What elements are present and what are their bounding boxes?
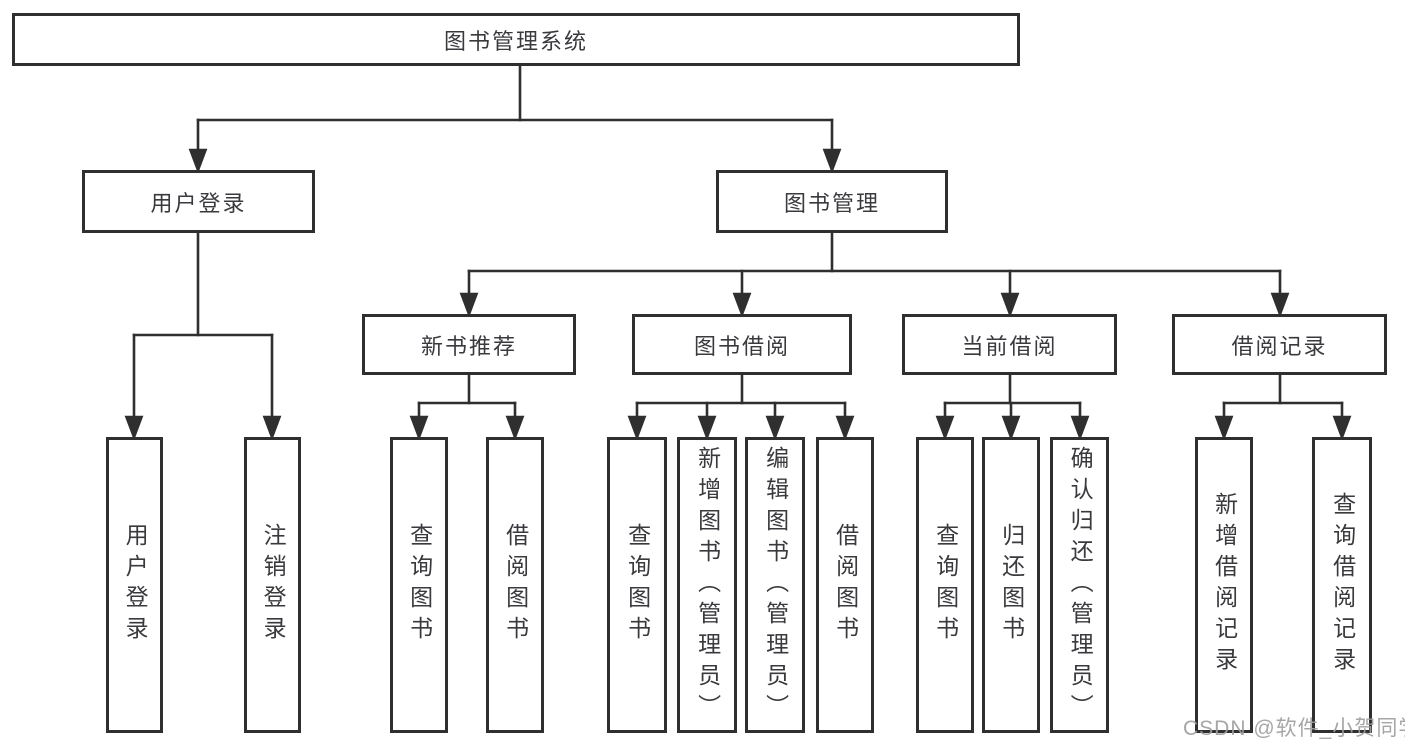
leaf-borrow-books-recommend: 借阅图书 — [486, 437, 544, 733]
leaf-edit-books-admin: 编辑图书（管理员） — [745, 437, 805, 733]
leaf-query-books-recommend: 查询图书 — [390, 437, 448, 733]
leaf-user-login: 用户登录 — [106, 437, 163, 733]
node-library-management-system: 图书管理系统 — [12, 13, 1020, 66]
edges-current-borrow-to-leaves — [935, 373, 1090, 441]
leaf-borrow-books: 借阅图书 — [816, 437, 874, 733]
csdn-watermark: CSDN @软件_小贺同学 — [1183, 717, 1405, 740]
leaf-query-books-current: 查询图书 — [916, 437, 974, 733]
leaf-return-books: 归还图书 — [982, 437, 1040, 733]
edges-book-mgmt-to-level3 — [459, 231, 1290, 318]
node-new-book-recommend: 新书推荐 — [362, 314, 576, 375]
node-book-borrowing: 图书借阅 — [632, 314, 852, 375]
leaf-add-borrow-record: 新增借阅记录 — [1195, 437, 1253, 733]
node-book-management: 图书管理 — [716, 170, 948, 233]
node-user-login: 用户登录 — [82, 170, 315, 233]
edges-borrow-records-to-leaves — [1214, 373, 1352, 441]
leaf-add-books-admin: 新增图书（管理员） — [677, 437, 737, 733]
node-current-borrowing: 当前借阅 — [902, 314, 1117, 375]
leaf-logout: 注销登录 — [244, 437, 301, 733]
edges-user-login-to-leaves — [124, 231, 282, 441]
edges-root-to-level2 — [188, 64, 842, 174]
leaf-confirm-return-admin: 确认归还（管理员） — [1050, 437, 1109, 733]
node-borrow-records: 借阅记录 — [1172, 314, 1387, 375]
leaf-query-books-borrowing: 查询图书 — [607, 437, 667, 733]
edges-book-borrow-to-leaves — [627, 373, 855, 441]
edges-new-book-to-leaves — [409, 373, 525, 441]
leaf-query-borrow-record: 查询借阅记录 — [1312, 437, 1372, 733]
